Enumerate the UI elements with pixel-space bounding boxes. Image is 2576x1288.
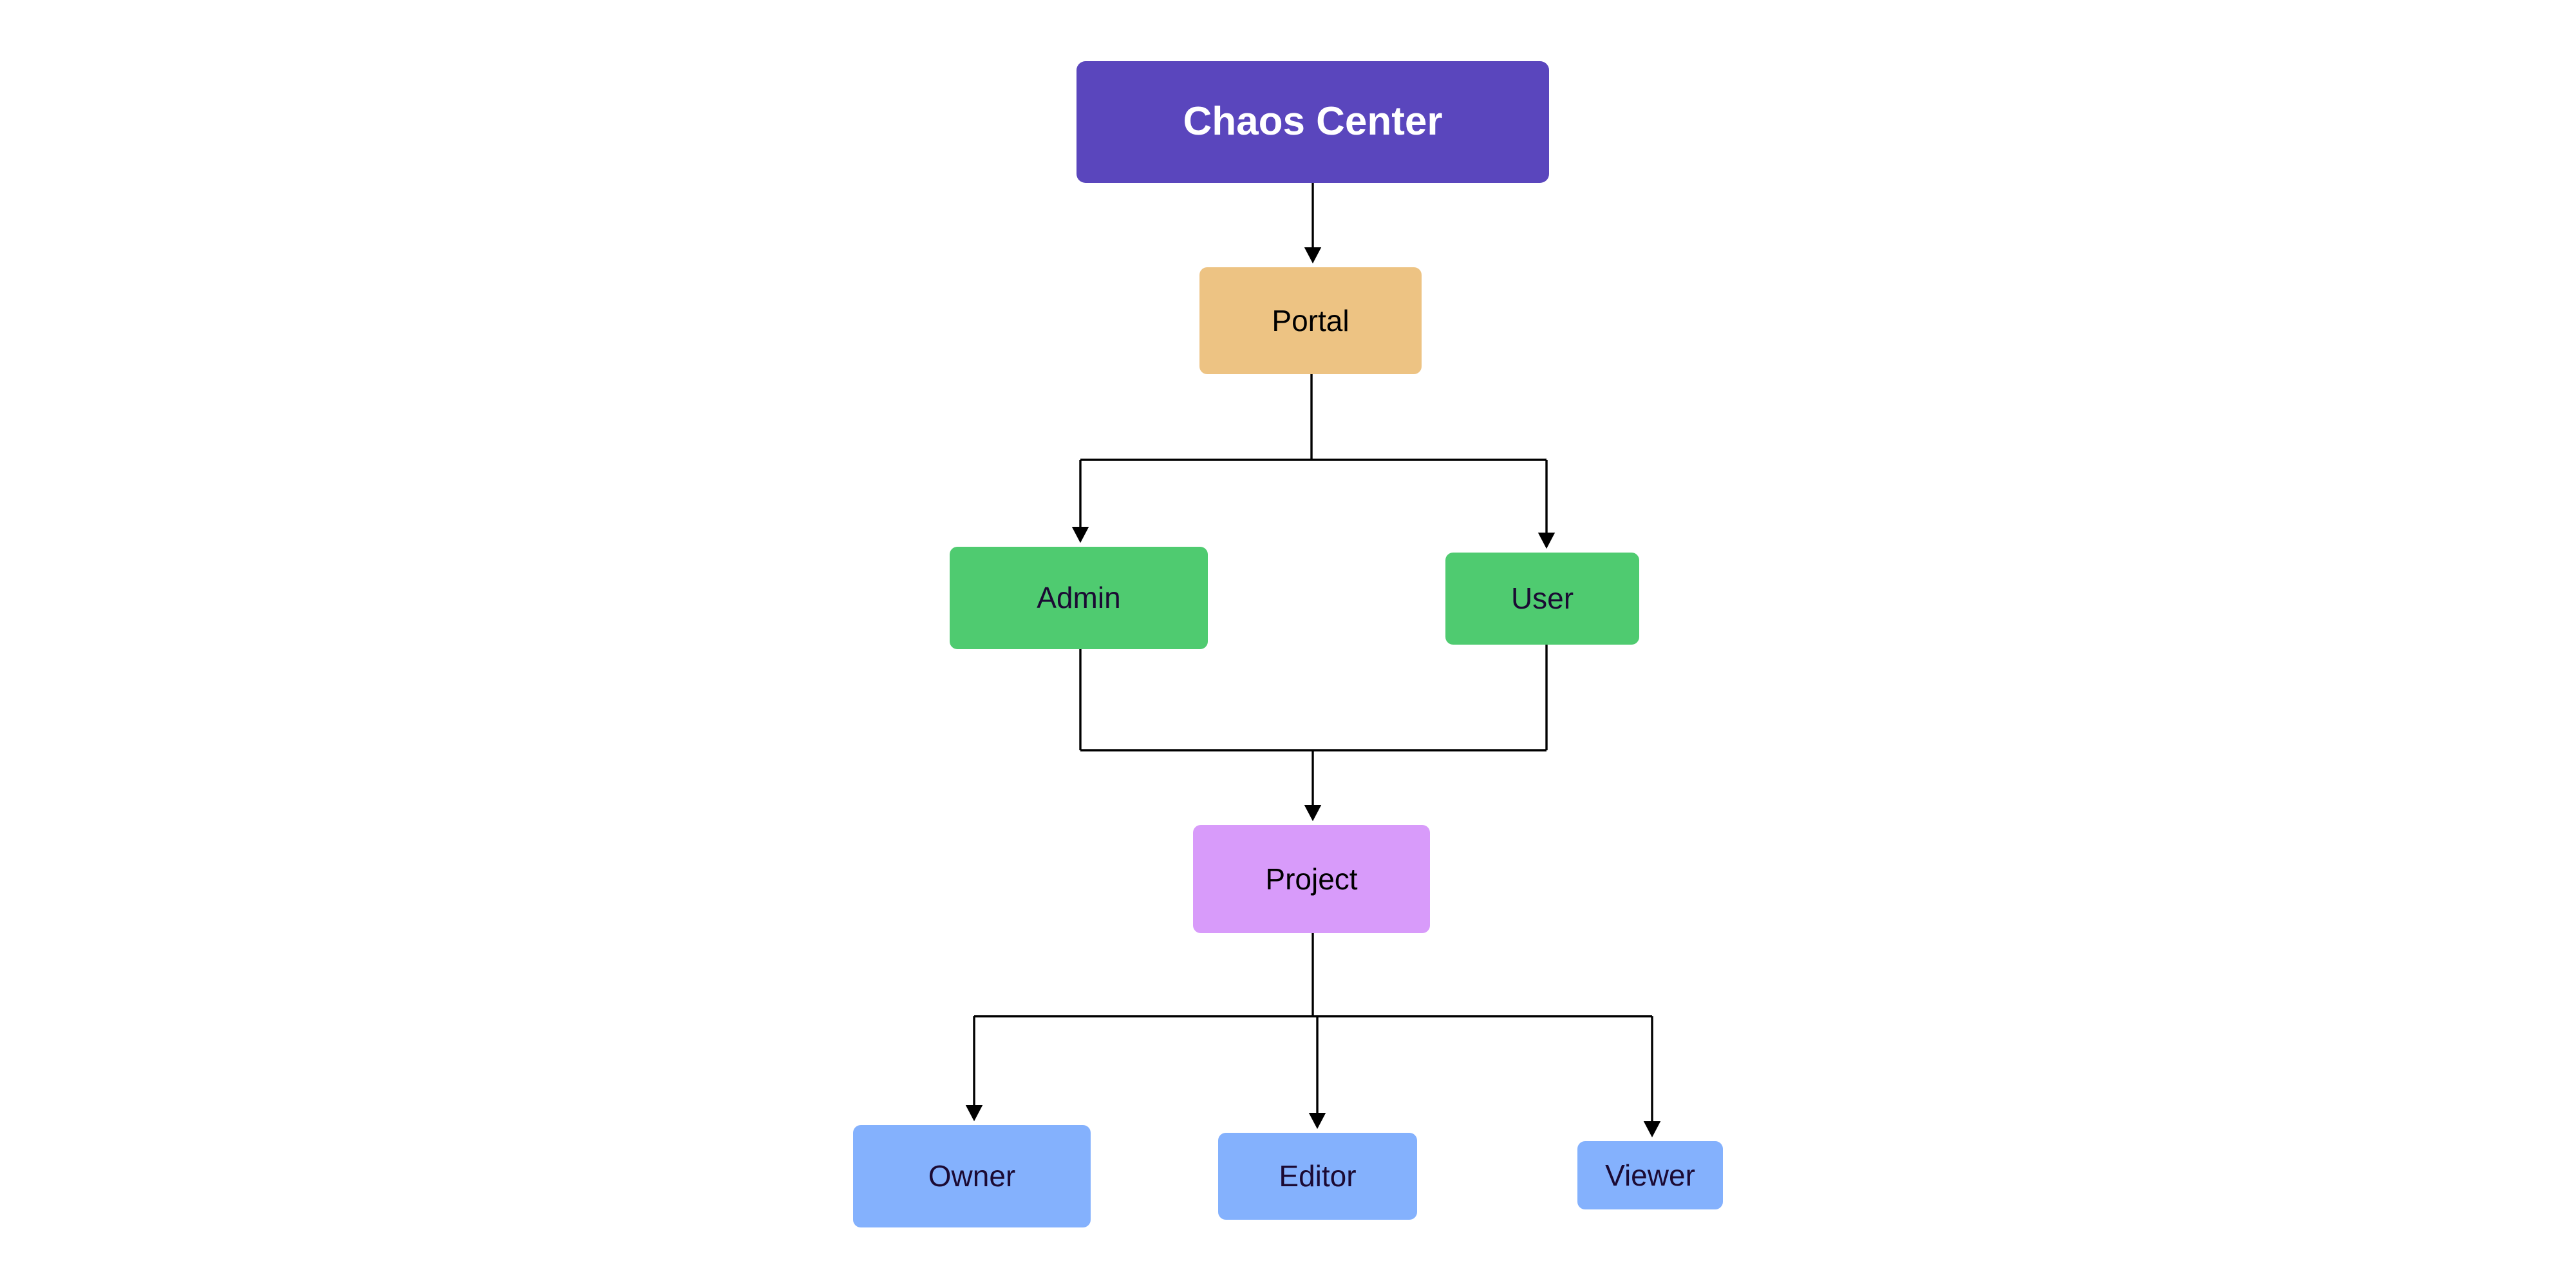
node-user-label: User	[1510, 582, 1574, 616]
node-viewer-label: Viewer	[1605, 1158, 1695, 1192]
node-editor-label: Editor	[1279, 1159, 1357, 1193]
node-chaos-center-label: Chaos Center	[1183, 99, 1443, 144]
node-admin-label: Admin	[1037, 581, 1121, 615]
node-user[interactable]: User	[1445, 553, 1639, 645]
node-project-label: Project	[1265, 862, 1358, 896]
node-admin[interactable]: Admin	[950, 547, 1208, 649]
node-project[interactable]: Project	[1193, 825, 1430, 933]
node-chaos-center[interactable]: Chaos Center	[1076, 61, 1549, 183]
node-viewer[interactable]: Viewer	[1577, 1141, 1723, 1209]
node-portal[interactable]: Portal	[1199, 267, 1422, 374]
node-owner-label: Owner	[928, 1159, 1016, 1193]
node-portal-label: Portal	[1272, 303, 1349, 337]
node-editor[interactable]: Editor	[1218, 1133, 1417, 1220]
node-owner[interactable]: Owner	[853, 1125, 1091, 1227]
